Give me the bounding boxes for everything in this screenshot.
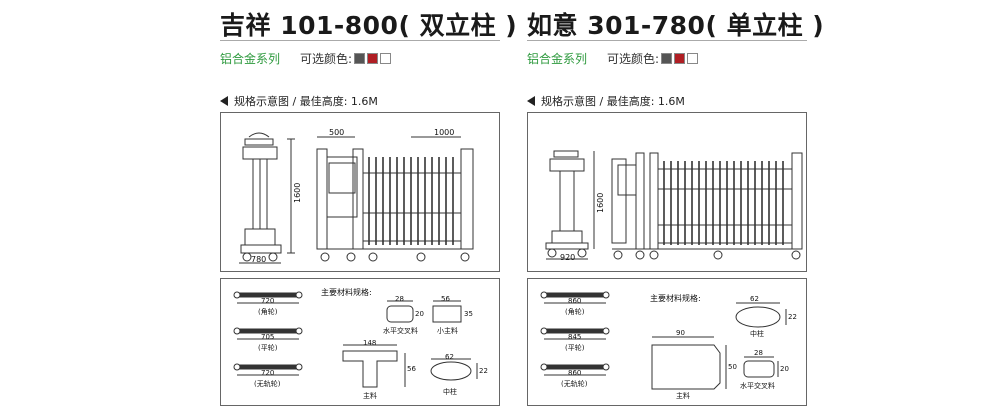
wheel-label: (角轮) bbox=[258, 308, 278, 316]
color-swatch-white bbox=[687, 53, 699, 64]
material-w: 28 bbox=[395, 295, 404, 303]
wheel-label: (角轮) bbox=[565, 308, 585, 316]
material-w: 56 bbox=[441, 295, 450, 303]
gate-diagram-box: 780 1600 500 1000 bbox=[220, 112, 500, 272]
material-w: 62 bbox=[750, 295, 759, 303]
divider bbox=[220, 40, 500, 41]
wheel-value: 720 bbox=[261, 297, 275, 305]
materials-title: 主要材料规格: bbox=[650, 294, 701, 303]
dim-height: 1600 bbox=[596, 192, 605, 213]
color-swatch-red bbox=[367, 53, 379, 64]
color-options: 可选颜色: bbox=[607, 50, 699, 67]
dim-width: 780 bbox=[251, 255, 267, 264]
material-h: 22 bbox=[788, 313, 797, 321]
color-swatch-white bbox=[380, 53, 392, 64]
gate-diagram-box: 920 1600 bbox=[527, 112, 807, 272]
wheel-value: 860 bbox=[568, 369, 582, 377]
wheel-label: (平轮) bbox=[565, 344, 585, 352]
gate-drawing bbox=[239, 132, 474, 264]
color-swatch-gray bbox=[661, 53, 673, 64]
material-h: 22 bbox=[479, 367, 488, 375]
wheel-label: (平轮) bbox=[258, 344, 278, 352]
materials-box: 主要材料规格: 720 (角轮) 705 (平轮) 720 (无轨轮) 28 2… bbox=[220, 278, 500, 406]
divider bbox=[527, 40, 807, 41]
material-w: 28 bbox=[754, 349, 763, 357]
material-h: 20 bbox=[415, 310, 424, 318]
material-h: 20 bbox=[780, 365, 789, 373]
material-w: 62 bbox=[445, 353, 454, 361]
materials-box: 主要材料规格: 860 (角轮) 845 (平轮) 860 (无轨轮) 62 2… bbox=[527, 278, 807, 406]
dim-width: 920 bbox=[560, 253, 576, 262]
series-label: 铝合金系列 bbox=[527, 52, 588, 66]
material-name: 水平交叉料 bbox=[740, 382, 775, 390]
colors-label: 可选颜色: bbox=[607, 52, 660, 66]
arrow-left-icon bbox=[527, 96, 535, 106]
wheel-value: 845 bbox=[568, 333, 582, 341]
arrow-left-icon bbox=[220, 96, 228, 106]
dim-height: 1600 bbox=[293, 182, 302, 203]
materials-drawing bbox=[233, 291, 478, 388]
wheel-value: 720 bbox=[261, 369, 275, 377]
gate-drawing bbox=[545, 150, 803, 260]
product-title: 吉祥 101-800( 双立柱 ) bbox=[220, 11, 518, 40]
wheel-label: (无轨轮) bbox=[254, 380, 281, 388]
material-name: 水平交叉料 bbox=[383, 327, 418, 335]
material-name: 小主料 bbox=[437, 327, 458, 335]
color-swatch-gray bbox=[354, 53, 366, 64]
material-h: 35 bbox=[464, 310, 473, 318]
dim-top-a: 500 bbox=[329, 128, 345, 137]
material-name: 主料 bbox=[363, 392, 377, 400]
spec-label: 规格示意图 / 最佳高度: 1.6M bbox=[234, 95, 378, 108]
materials-title: 主要材料规格: bbox=[321, 288, 372, 297]
wheel-value: 860 bbox=[568, 297, 582, 305]
color-swatch-red bbox=[674, 53, 686, 64]
series-label: 铝合金系列 bbox=[220, 52, 281, 66]
material-w: 90 bbox=[676, 329, 685, 337]
material-w: 148 bbox=[363, 339, 377, 347]
material-h: 56 bbox=[407, 365, 416, 373]
spec-label: 规格示意图 / 最佳高度: 1.6M bbox=[541, 95, 685, 108]
colors-label: 可选颜色: bbox=[300, 52, 353, 66]
dim-top-b: 1000 bbox=[434, 128, 455, 137]
material-name: 中柱 bbox=[443, 388, 457, 396]
spec-heading: 规格示意图 / 最佳高度: 1.6M bbox=[220, 93, 378, 109]
material-name: 主料 bbox=[676, 392, 690, 400]
product-title: 如意 301-780( 单立柱 ) bbox=[527, 11, 825, 40]
wheel-value: 705 bbox=[261, 333, 275, 341]
material-h: 50 bbox=[728, 363, 737, 371]
materials-drawing bbox=[540, 291, 787, 390]
color-options: 可选颜色: bbox=[300, 50, 392, 67]
spec-heading: 规格示意图 / 最佳高度: 1.6M bbox=[527, 93, 685, 109]
wheel-label: (无轨轮) bbox=[561, 380, 588, 388]
material-name: 中柱 bbox=[750, 330, 764, 338]
